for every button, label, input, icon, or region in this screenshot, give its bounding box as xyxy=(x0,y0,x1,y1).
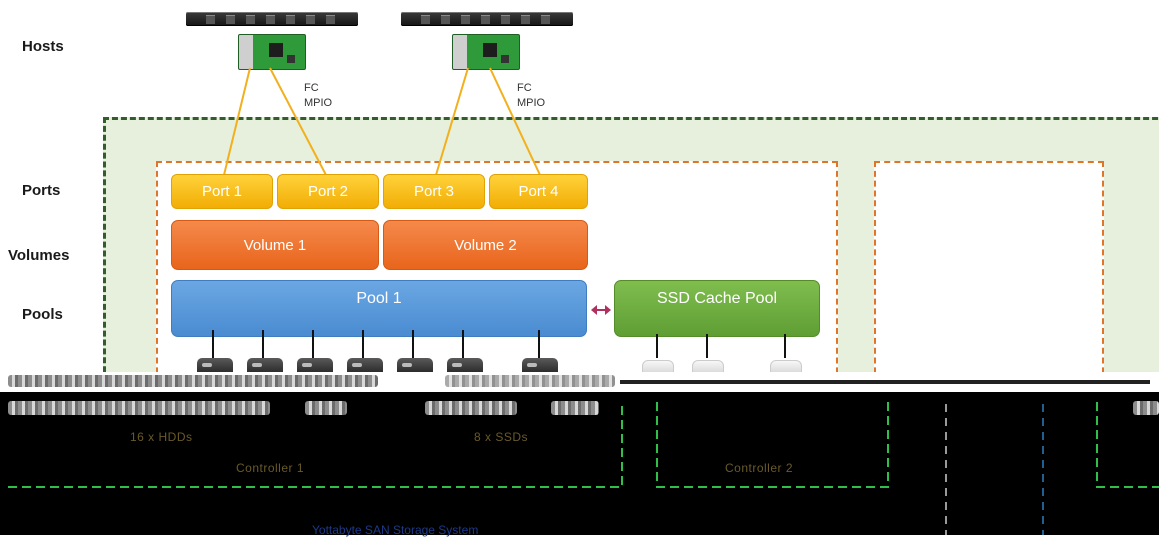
controller-2-outline xyxy=(656,402,889,488)
port-4: Port 4 xyxy=(489,174,588,209)
host-server-1 xyxy=(186,12,358,26)
ssd-count-label: 8 x SSDs xyxy=(474,430,529,444)
fc-line-host2-port3 xyxy=(435,67,469,176)
ssd-connector xyxy=(706,334,708,358)
fc-mpio-label-1: FC MPIO xyxy=(304,81,332,111)
volume-1: Volume 1 xyxy=(171,220,379,270)
system-label: Yottabyte SAN Storage System xyxy=(312,523,479,537)
fc-line-host1-port1 xyxy=(223,67,251,176)
fc-label: FC xyxy=(517,82,532,94)
hdd-icon xyxy=(8,401,270,415)
ssd-icon xyxy=(551,401,599,415)
mpio-label: MPIO xyxy=(304,97,333,109)
storage-system-panel xyxy=(0,392,1159,535)
fc-label: FC xyxy=(304,82,319,94)
port-1: Port 1 xyxy=(171,174,273,209)
divider xyxy=(620,380,1150,384)
fc-mpio-label-2: FC MPIO xyxy=(517,81,545,111)
ssd-connector xyxy=(656,334,658,358)
disk-connector xyxy=(538,330,540,358)
ssd-connector xyxy=(784,334,786,358)
disk-connector xyxy=(362,330,364,358)
hdd-icon xyxy=(305,401,347,415)
controller-outlines xyxy=(8,402,1159,535)
disk-connector xyxy=(412,330,414,358)
row-label-hosts: Hosts xyxy=(22,38,64,55)
port-3: Port 3 xyxy=(383,174,485,209)
ssd-cache-pool: SSD Cache Pool xyxy=(614,280,820,337)
hba-card-1 xyxy=(238,34,306,70)
volume-2: Volume 2 xyxy=(383,220,588,270)
double-arrow-icon xyxy=(590,300,612,320)
hdd-icon xyxy=(8,375,378,387)
ssd-icon xyxy=(425,401,517,415)
hdd-count-label: 16 x HDDs xyxy=(130,430,193,444)
disk-connector xyxy=(462,330,464,358)
disk-connector xyxy=(312,330,314,358)
disk-connector xyxy=(212,330,214,358)
controller-1-label: Controller 1 xyxy=(236,461,305,475)
controller-3-outline xyxy=(1096,402,1159,488)
row-label-ports: Ports xyxy=(22,182,61,199)
fc-line-host1-port2 xyxy=(269,67,327,176)
controller-1-outline xyxy=(8,402,623,488)
ssd-icon xyxy=(1133,401,1159,415)
ssd-icon xyxy=(445,375,615,387)
mpio-label: MPIO xyxy=(517,97,546,109)
controller-2-label: Controller 2 xyxy=(725,461,794,475)
hba-card-2 xyxy=(452,34,520,70)
row-label-volumes: Volumes xyxy=(8,247,70,264)
port-2: Port 2 xyxy=(277,174,379,209)
disk-connector xyxy=(262,330,264,358)
fc-line-host2-port4 xyxy=(489,67,541,176)
host-server-2 xyxy=(401,12,573,26)
row-label-pools: Pools xyxy=(22,306,63,323)
controller-2-box xyxy=(874,161,1104,393)
pool-1: Pool 1 xyxy=(171,280,587,337)
